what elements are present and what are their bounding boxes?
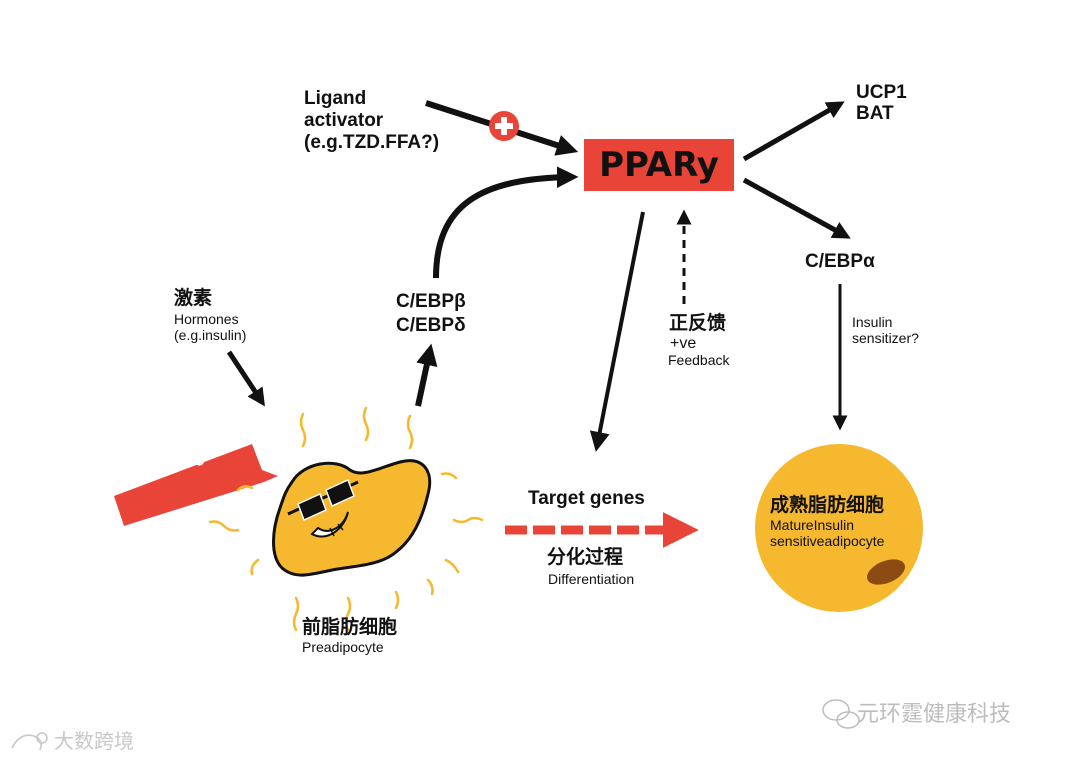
wechat-icon — [822, 699, 860, 729]
insulin-sensitizer-line1: Insulin — [852, 314, 893, 330]
ligand-line3: (e.g.TZD.FFA?) — [304, 132, 440, 153]
mature-en-line1: MatureInsulin — [770, 517, 855, 533]
ligand-line1: Ligand — [304, 88, 367, 109]
nucleus — [867, 559, 905, 585]
ligand-line2: activator — [304, 110, 384, 131]
feedback-en: Feedback — [668, 352, 730, 368]
hormones-cn: 激素 — [174, 288, 213, 309]
target-genes-label: Target genes — [528, 488, 645, 509]
ppar-to-ucp1-arrow — [742, 101, 845, 162]
cebp-alpha-label: C/EBPα — [805, 251, 875, 272]
cebp-beta-to-ppar-arrow — [433, 166, 579, 279]
preadipocyte-en: Preadipocyte — [302, 639, 384, 655]
cebp-delta-label: C/EBPδ — [396, 315, 466, 336]
hormones-en: Hormones — [174, 311, 239, 327]
glow-rays — [208, 406, 484, 632]
feedback-sign: +ve — [670, 335, 697, 352]
watermark-left: 大数跨境 — [54, 731, 134, 753]
preadipocyte-cell — [272, 459, 432, 577]
differentiation-en: Differentiation — [548, 571, 635, 587]
mature-en-line2: sensitiveadipocyte — [770, 533, 885, 549]
watermark-logo-icon — [11, 732, 48, 751]
ucp1-label: UCP1 — [856, 82, 907, 103]
preadipocyte-to-cebp-arrow — [415, 343, 438, 407]
speech-bubble — [114, 444, 278, 526]
preadipocyte-cn: 前脂肪细胞 — [302, 617, 398, 638]
differentiation-cn: 分化过程 — [547, 547, 624, 568]
feedback-cn: 正反馈 — [669, 313, 727, 334]
watermark-right: 元环霆健康科技 — [857, 701, 1012, 726]
sunglasses-icon — [287, 478, 359, 522]
hormones-example: (e.g.insulin) — [174, 327, 247, 343]
ppar-to-cebp-alpha-arrow — [742, 177, 851, 239]
mature-cn: 成熟脂肪细胞 — [770, 495, 885, 516]
plus-icon — [489, 111, 519, 141]
insulin-sensitizer-line2: sensitizer? — [852, 330, 919, 346]
ppar-to-target-genes-arrow — [589, 211, 645, 452]
bat-label: BAT — [856, 103, 894, 124]
cebp-beta-label: C/EBPβ — [396, 291, 466, 312]
smile-icon — [310, 511, 349, 538]
ppar-gamma-box: PPARy — [584, 139, 734, 191]
hormones-arrow — [226, 350, 265, 407]
